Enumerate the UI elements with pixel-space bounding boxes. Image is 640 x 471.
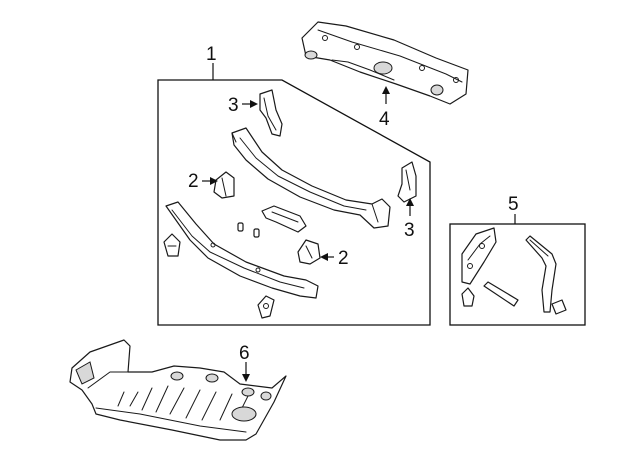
part-3-upper-bracket — [259, 89, 283, 137]
part-2-upper-bracket — [213, 171, 235, 199]
left-small-bracket — [163, 233, 181, 257]
part-5-tube — [525, 235, 557, 313]
callout-4-arrow — [382, 86, 390, 94]
part-6-skid-plate — [69, 339, 287, 441]
callout-3-upper-arrow — [250, 100, 258, 108]
callout-2-upper: 2 — [188, 171, 199, 192]
upper-crossmember — [231, 127, 391, 229]
callout-4: 4 — [379, 109, 390, 130]
part-3-right-bracket — [397, 161, 417, 203]
center-bracket — [261, 205, 307, 233]
part-5-mount-clip — [551, 299, 567, 315]
callout-3-right-arrow — [406, 198, 414, 206]
callout-6: 6 — [239, 343, 250, 364]
part-5-small-clip — [461, 287, 475, 307]
part-2-lower-bracket — [297, 239, 321, 265]
callout-5: 5 — [508, 194, 519, 215]
callout-2-lower: 2 — [338, 248, 349, 269]
part-5-shield-bracket — [461, 227, 497, 285]
bottom-small-bracket — [257, 295, 275, 319]
studs — [237, 222, 260, 238]
callout-2-upper-arrow — [210, 177, 218, 185]
callout-3-upper: 3 — [228, 95, 239, 116]
part-5-strap — [483, 281, 519, 307]
group-1-outline — [157, 79, 431, 326]
part-4-crossmember — [301, 21, 469, 105]
callout-6-arrow — [242, 374, 250, 382]
callout-2-lower-arrow — [320, 253, 328, 261]
callout-3-right: 3 — [404, 220, 415, 241]
group-5-outline — [449, 223, 586, 326]
callout-1: 1 — [206, 44, 217, 65]
lower-crossmember — [165, 201, 319, 299]
